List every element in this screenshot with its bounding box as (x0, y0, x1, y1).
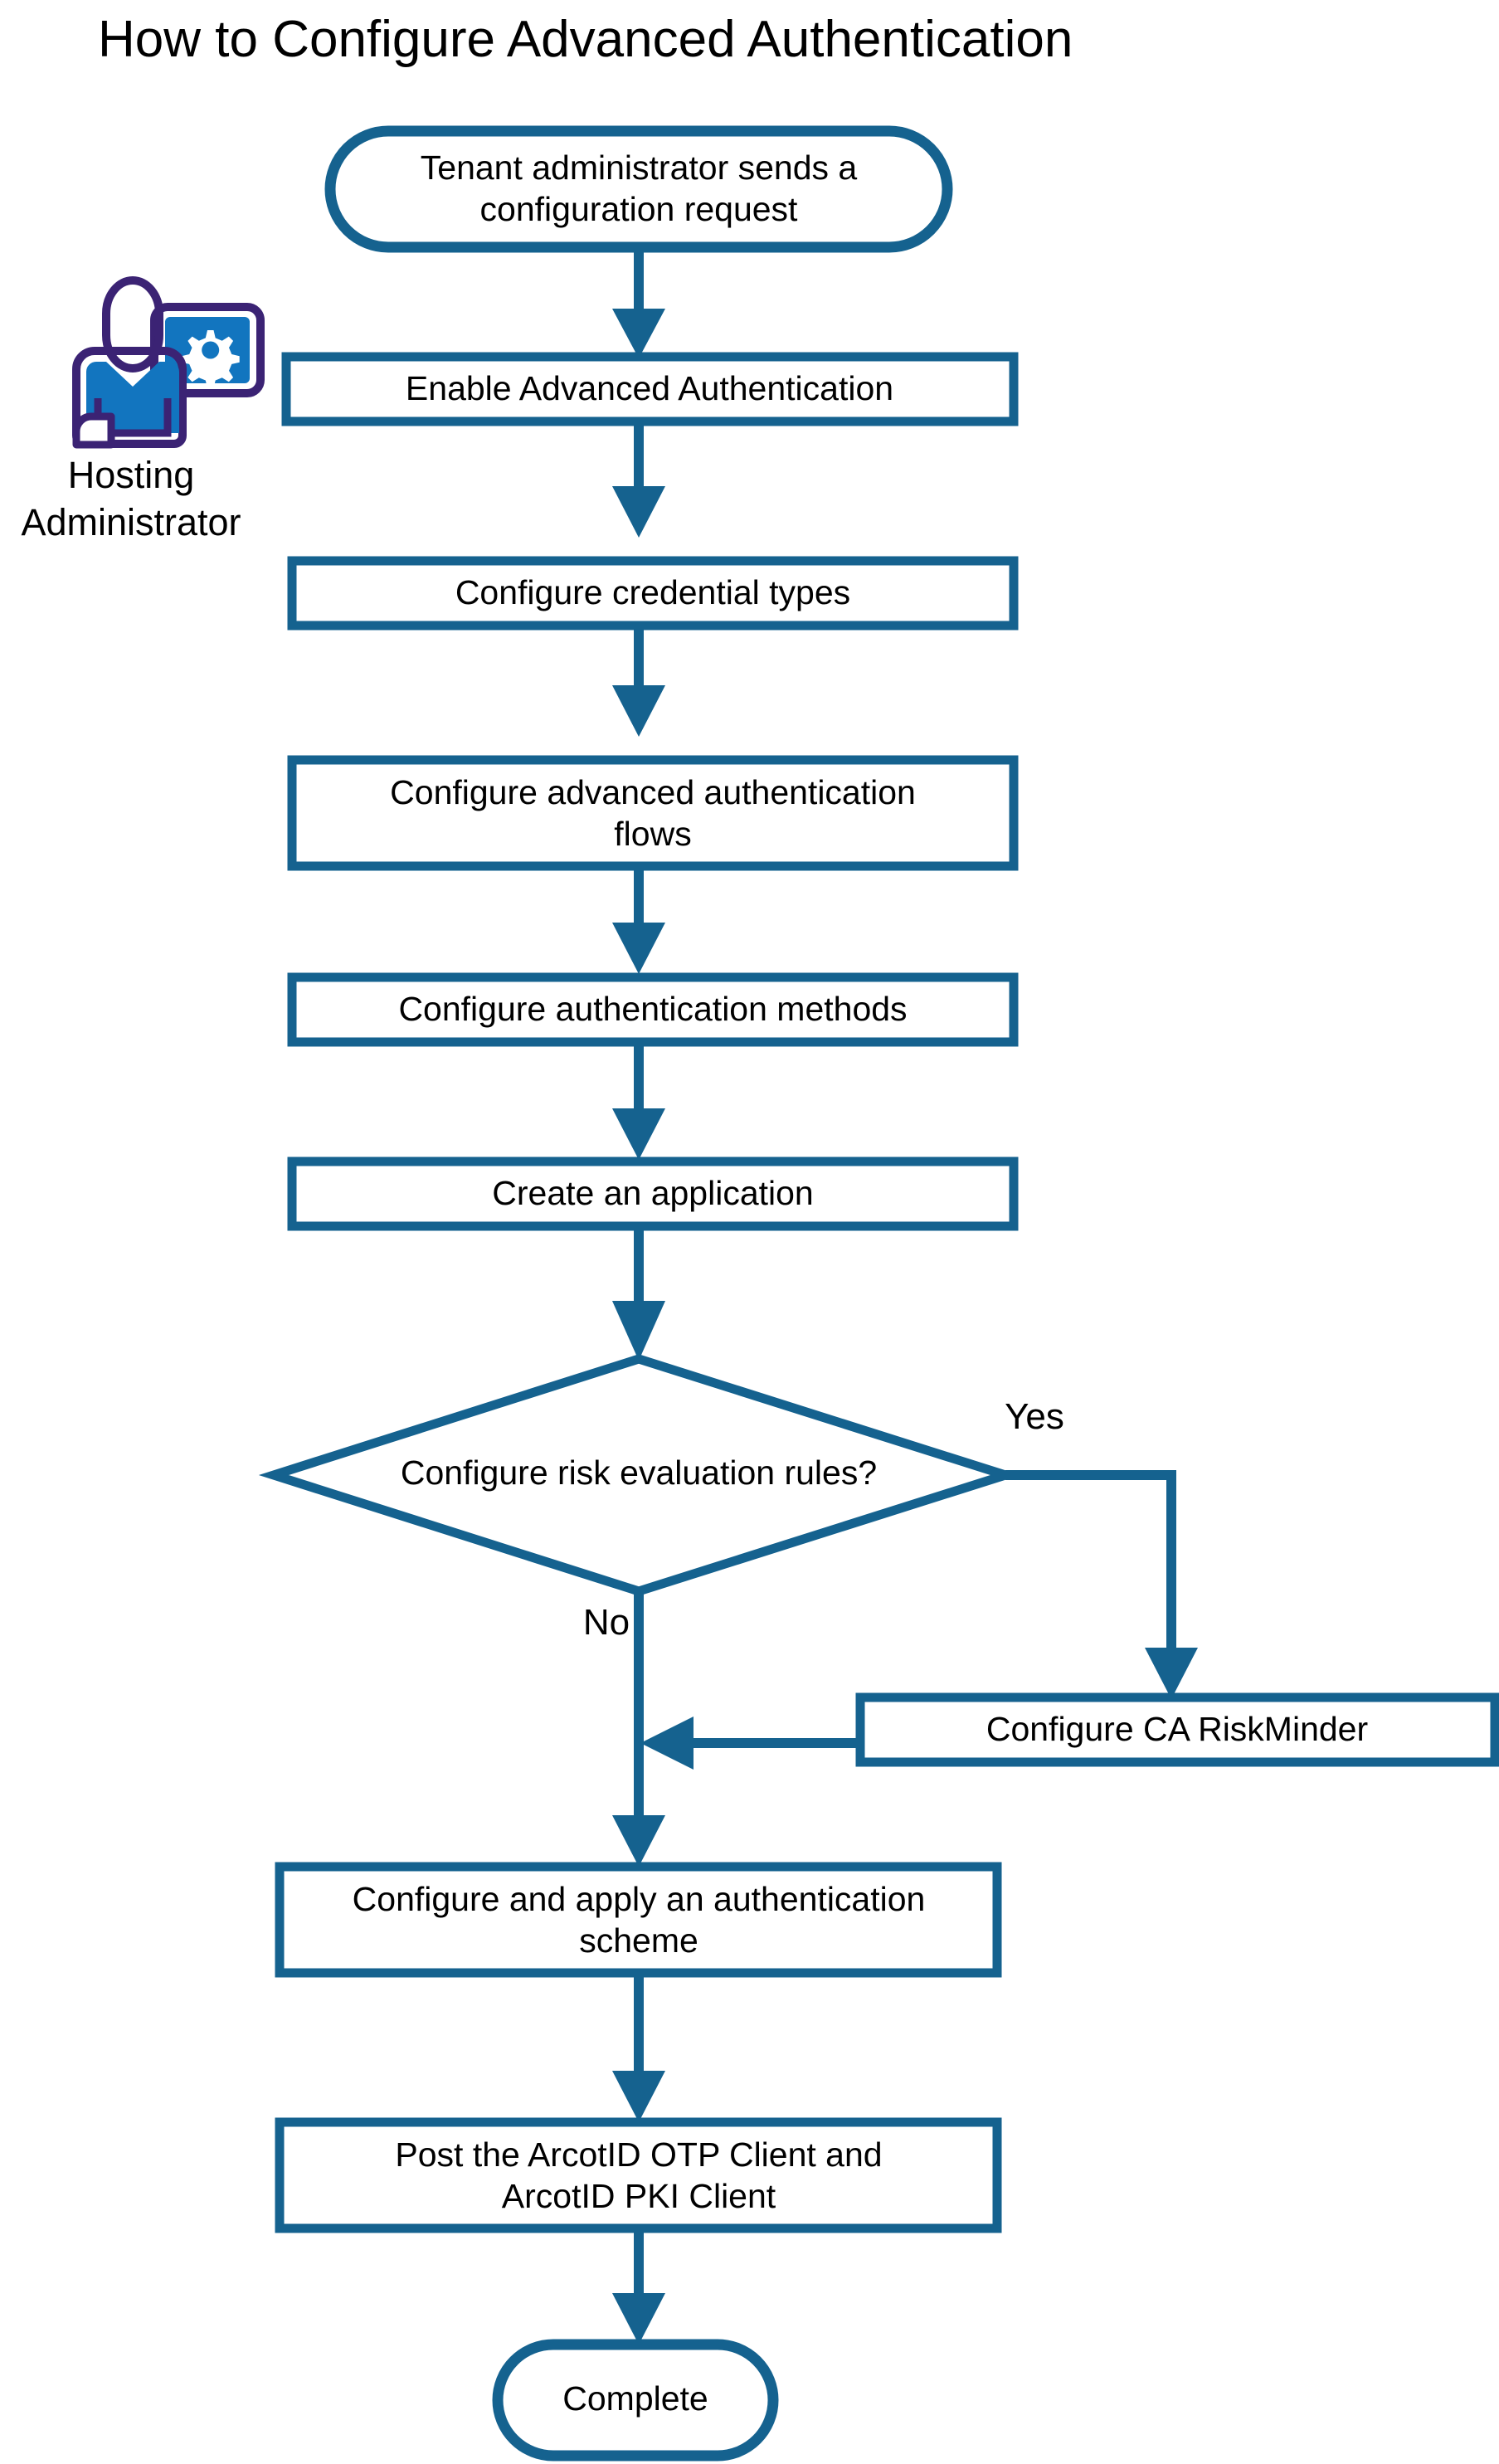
node-configure-auth-methods-shape[interactable] (287, 972, 1019, 1047)
node-configure-risk-evaluation-rules[interactable]: Configure risk evaluation rules? (258, 1354, 1021, 1596)
gear-icon (181, 330, 240, 388)
node-post-arcotid-clients-label-line2: ArcotID PKI Client (502, 2177, 776, 2215)
node-start[interactable]: Tenant administrator sends a configurati… (324, 125, 953, 253)
node-configure-apply-auth-scheme-shape[interactable] (275, 1862, 1002, 1978)
connector-auth-methods-to-create-application (612, 1042, 665, 1160)
node-create-an-application-label: Create an application (492, 1174, 813, 1212)
node-enable-advanced-auth-label: Enable Advanced Authentication (406, 369, 893, 407)
node-start-label-line2: configuration request (480, 190, 799, 228)
node-complete-shape[interactable] (492, 2339, 779, 2462)
node-configure-apply-auth-scheme[interactable]: Configure and apply an authentication sc… (275, 1862, 1002, 1978)
connector-riskminder-to-spine (640, 1717, 860, 1770)
person-head-icon (102, 276, 163, 373)
node-configure-credential-types-shape[interactable] (287, 556, 1019, 631)
connector-decision-no-to-scheme (612, 1591, 665, 1867)
connector-decision-yes-to-riskminder (1005, 1470, 1198, 1699)
node-configure-advanced-auth-flows-shape[interactable] (287, 755, 1019, 871)
role-label-line2: Administrator (21, 501, 241, 543)
node-configure-advanced-auth-flows[interactable]: Configure advanced authentication flows (287, 755, 1019, 871)
branch-label-yes: Yes (1005, 1396, 1064, 1437)
node-create-an-application-shape[interactable] (287, 1157, 1019, 1231)
node-configure-apply-auth-scheme-label-line2: scheme (579, 1921, 698, 1960)
node-configure-ca-riskminder-label: Configure CA RiskMinder (986, 1710, 1368, 1748)
node-configure-ca-riskminder[interactable]: Configure CA RiskMinder (855, 1692, 1499, 1767)
node-configure-auth-methods[interactable]: Configure authentication methods (287, 972, 1019, 1047)
node-configure-advanced-auth-flows-label-line1: Configure advanced authentication (390, 773, 916, 811)
node-post-arcotid-clients[interactable]: Post the ArcotID OTP Client and ArcotID … (275, 2117, 1002, 2233)
node-enable-advanced-auth-shape[interactable] (281, 352, 1019, 426)
connector-create-application-to-decision (612, 1226, 665, 1361)
node-configure-advanced-auth-flows-label-line2: flows (614, 815, 691, 853)
node-enable-advanced-auth[interactable]: Enable Advanced Authentication (281, 352, 1019, 426)
person-hand-icon (72, 412, 115, 449)
connector-start-to-enable (612, 249, 665, 358)
admin-person-with-settings-screen-icon: Hosting Administrator (21, 276, 265, 543)
role-label-line1: Hosting (68, 454, 195, 496)
connector-scheme-to-arcotid-clients (612, 1973, 665, 2122)
node-create-an-application[interactable]: Create an application (287, 1157, 1019, 1231)
node-configure-auth-methods-label: Configure authentication methods (398, 990, 907, 1028)
node-start-shape[interactable] (324, 125, 953, 253)
node-configure-ca-riskminder-shape[interactable] (855, 1692, 1499, 1767)
node-post-arcotid-clients-label-line1: Post the ArcotID OTP Client and (395, 2135, 882, 2174)
connector-credential-types-to-flows (612, 626, 665, 737)
connector-arcotid-clients-to-complete (612, 2228, 665, 2345)
node-post-arcotid-clients-shape[interactable] (275, 2117, 1002, 2233)
node-complete[interactable]: Complete (492, 2339, 779, 2462)
branch-label-no: No (583, 1602, 630, 1643)
node-configure-credential-types[interactable]: Configure credential types (287, 556, 1019, 631)
node-configure-credential-types-label: Configure credential types (455, 573, 850, 611)
node-configure-risk-evaluation-rules-label: Configure risk evaluation rules? (401, 1454, 877, 1492)
page-title: How to Configure Advanced Authentication (98, 11, 1073, 68)
connector-enable-to-credential-types (612, 421, 665, 538)
node-configure-apply-auth-scheme-label-line1: Configure and apply an authentication (353, 1880, 926, 1918)
connector-flows-to-auth-methods (612, 866, 665, 974)
node-start-label-line1: Tenant administrator sends a (421, 149, 858, 187)
node-complete-label: Complete (562, 2379, 708, 2418)
